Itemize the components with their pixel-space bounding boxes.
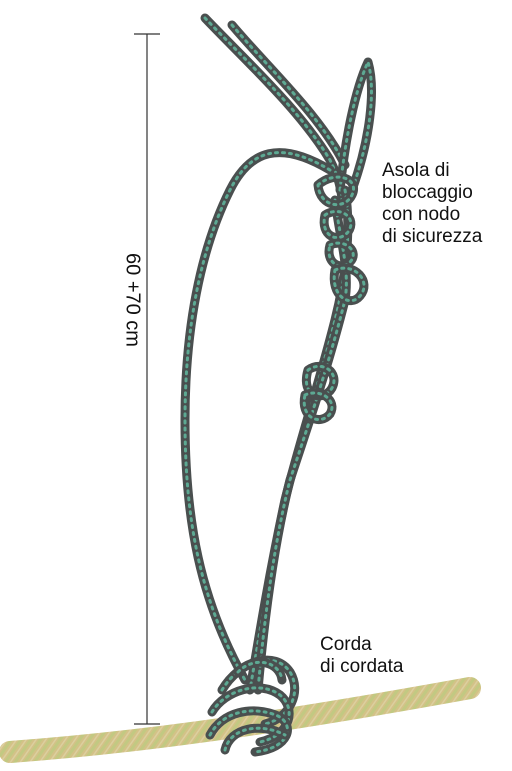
label-main-rope: Corda di cordata [320,634,403,678]
label-line: Asola di [382,160,482,182]
dimension-line [134,34,160,724]
dimension-label: 60 +70 cm [121,253,144,347]
label-line: di cordata [320,656,403,678]
main-rope [10,688,470,752]
label-line: di sicurezza [382,226,482,248]
label-locking-loop: Asola di bloccaggio con nodo di sicurezz… [382,160,482,248]
label-line: Corda [320,634,403,656]
label-line: bloccaggio [382,182,482,204]
label-line: con nodo [382,204,482,226]
